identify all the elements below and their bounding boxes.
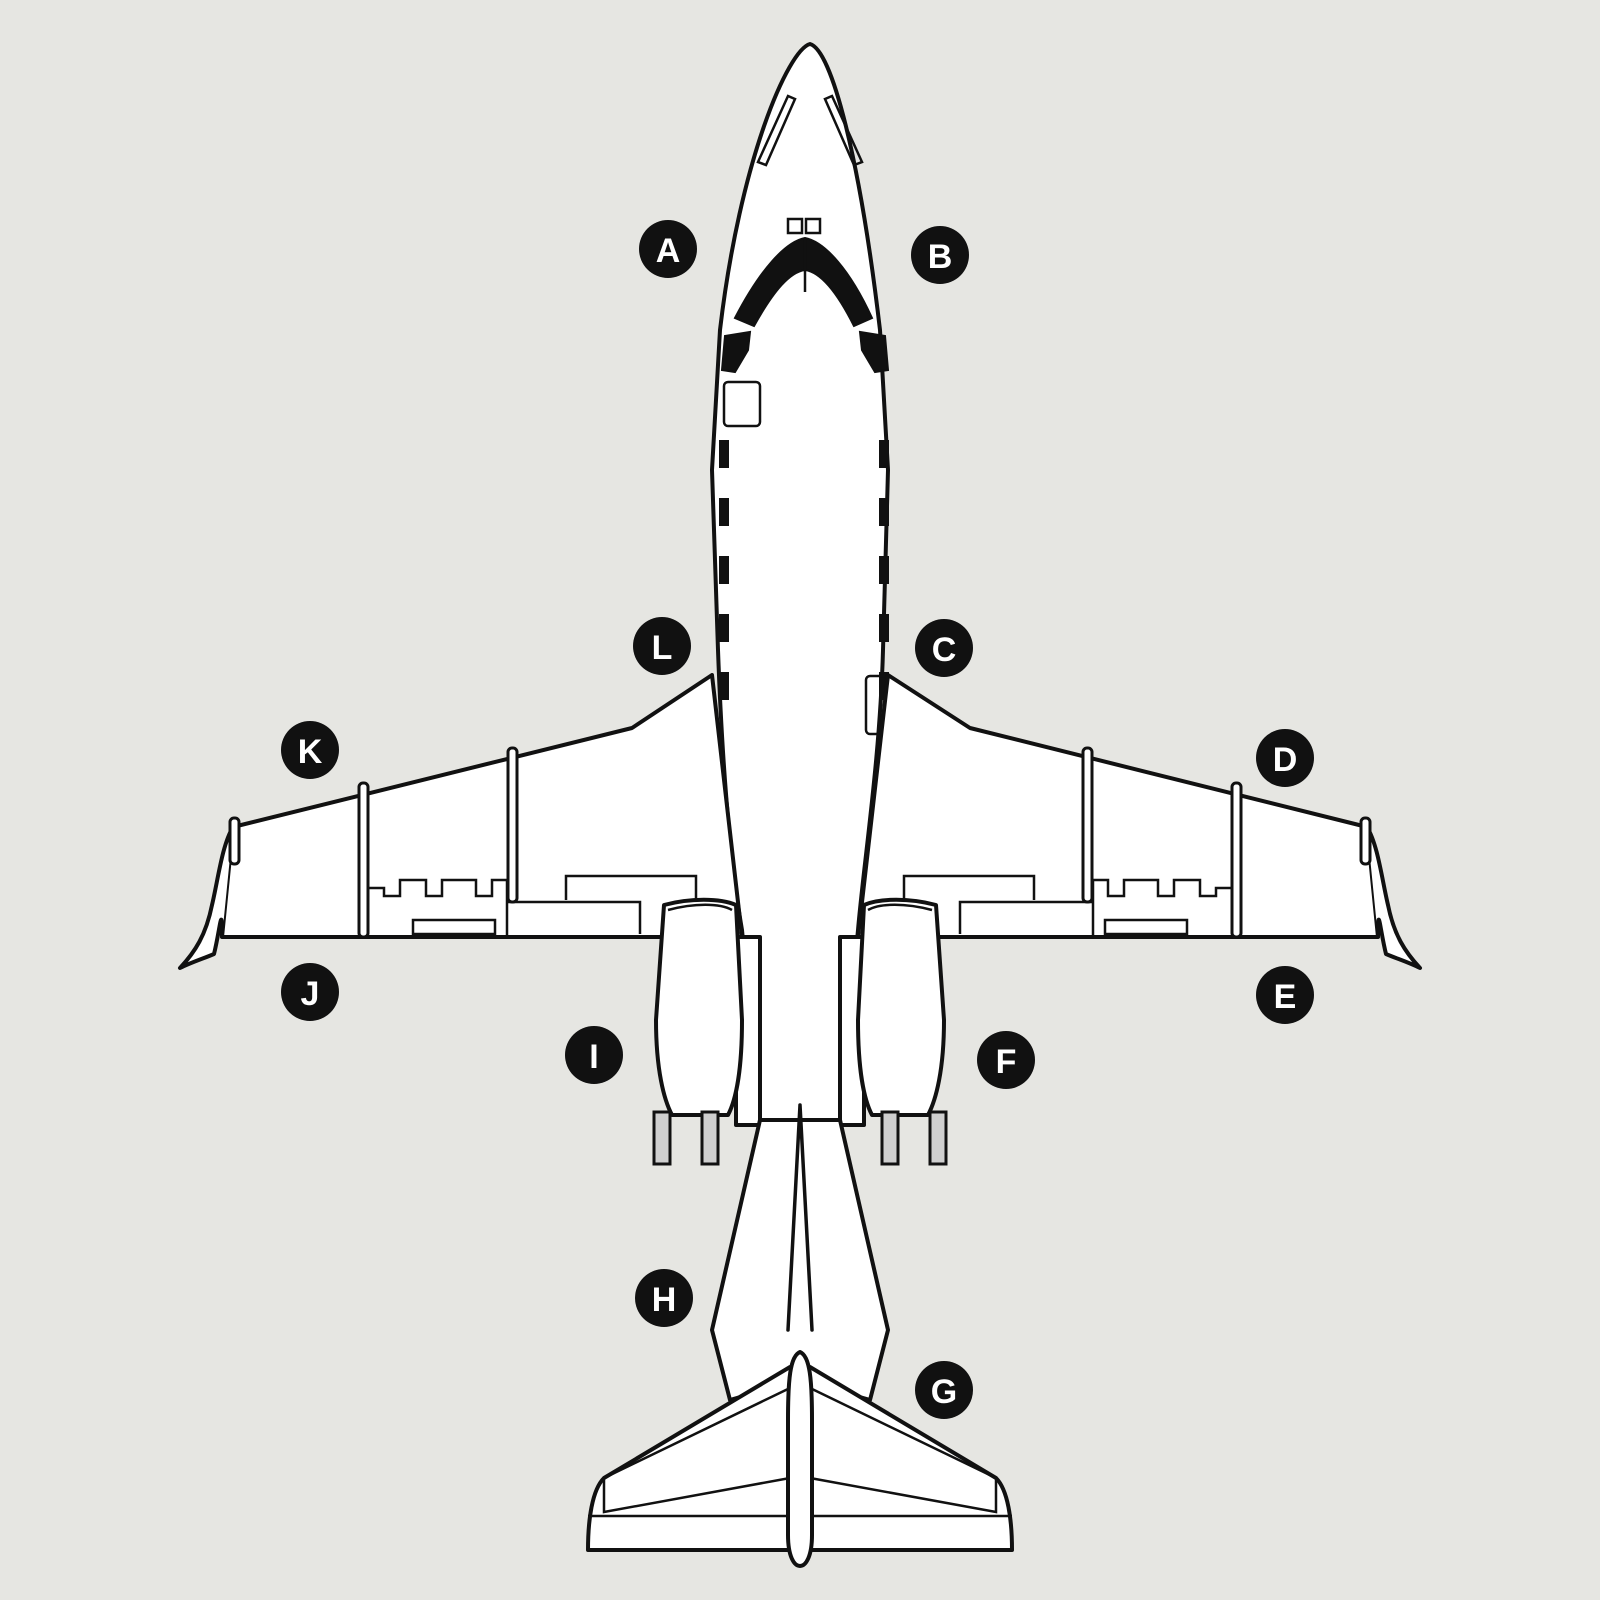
callout-i: I xyxy=(565,1026,623,1084)
callout-b-label: B xyxy=(928,238,953,276)
right-wing xyxy=(856,673,1422,970)
callout-h: H xyxy=(635,1269,693,1327)
callout-c: C xyxy=(915,619,973,677)
callout-j: J xyxy=(281,963,339,1021)
callout-j-label: J xyxy=(301,975,320,1013)
callout-b: B xyxy=(911,226,969,284)
callout-f-label: F xyxy=(996,1043,1017,1081)
callout-d-label: D xyxy=(1273,741,1298,779)
callout-l: L xyxy=(633,617,691,675)
callout-h-label: H xyxy=(652,1281,677,1319)
callout-i-label: I xyxy=(589,1038,598,1076)
callout-a: A xyxy=(639,220,697,278)
callout-c-label: C xyxy=(932,631,957,669)
cockpit-windshield xyxy=(720,217,890,374)
cabin-windows-right xyxy=(879,440,889,700)
left-wing xyxy=(178,673,744,970)
cabin-windows-left xyxy=(719,440,729,700)
callout-f: F xyxy=(977,1031,1035,1089)
nose-window-strips xyxy=(756,94,864,167)
vertical-fin xyxy=(786,1350,814,1568)
callout-k-label: K xyxy=(298,733,323,771)
cabin-door xyxy=(722,380,762,428)
right-engine xyxy=(838,897,948,1166)
callout-e-label: E xyxy=(1274,978,1297,1016)
callout-g-label: G xyxy=(931,1373,957,1411)
callout-d: D xyxy=(1256,729,1314,787)
tail-cone xyxy=(710,1103,890,1402)
left-engine xyxy=(652,897,762,1166)
callout-g: G xyxy=(915,1361,973,1419)
callout-k: K xyxy=(281,721,339,779)
callout-e: E xyxy=(1256,966,1314,1024)
callout-l-label: L xyxy=(652,629,673,667)
callout-a-label: A xyxy=(656,232,681,270)
